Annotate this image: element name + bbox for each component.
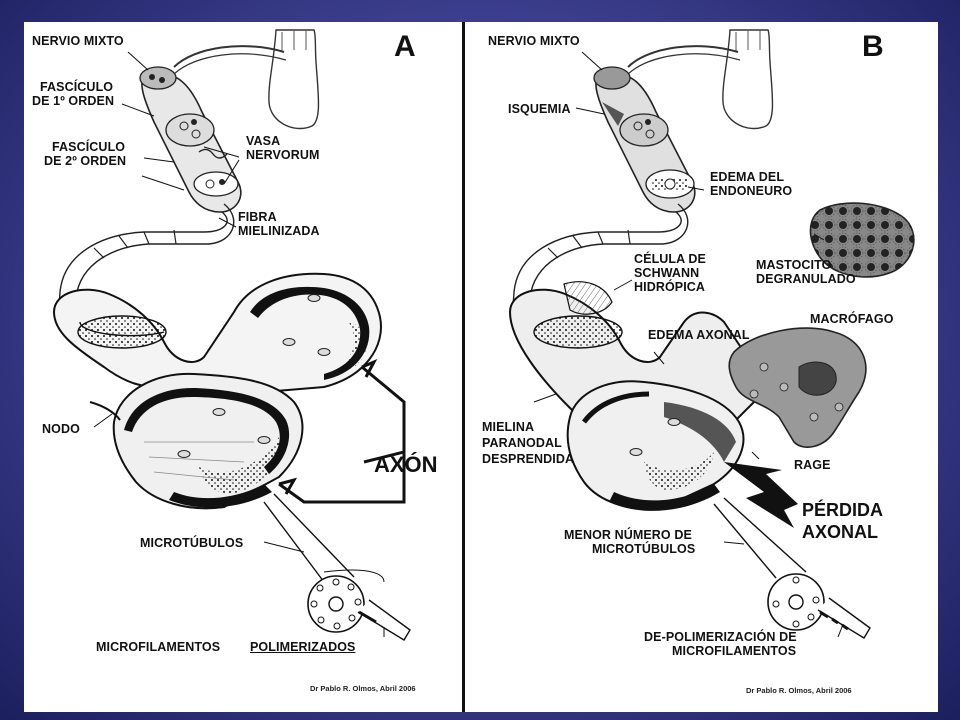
label-mastocito-line1: MASTOCITO — [756, 258, 832, 272]
label-schwann-line2: SCHWANN — [634, 266, 700, 280]
credit-b: Dr Pablo R. Olmos, Abril 2006 — [746, 686, 852, 695]
label-edema-axonal: EDEMA AXONAL — [648, 328, 750, 342]
figure-frame: A NERVIO MIXTO FASCÍCULO DE 1º ORDEN FAS… — [24, 22, 938, 712]
panel-b-letter: B — [862, 30, 884, 63]
label-mielina-line2: PARANODAL — [482, 436, 562, 450]
label-nervio-mixto-b: NERVIO MIXTO — [488, 34, 580, 48]
label-fibra-line1: FIBRA — [238, 210, 277, 224]
label-vasa-line1: VASA — [246, 134, 281, 148]
nerve-cord-a — [173, 45, 285, 68]
label-vasa-line2: NERVORUM — [246, 148, 320, 162]
label-fasciculo-1-line1: FASCÍCULO — [40, 80, 114, 94]
label-fibra-line2: MIELINIZADA — [238, 224, 320, 238]
label-mielina-line3: DESPRENDIDA — [482, 452, 575, 466]
label-menor-line1: MENOR NÚMERO DE — [564, 528, 692, 542]
label-perdida-line1: PÉRDIDA — [802, 500, 884, 520]
macrophage-b — [728, 327, 867, 448]
label-isquemia: ISQUEMIA — [508, 102, 571, 116]
label-macrofago: MACRÓFAGO — [810, 312, 894, 326]
nerve-diagram-drawing — [52, 29, 915, 641]
panel-a-letter: A — [394, 30, 416, 63]
label-microfilamentos: MICROFILAMENTOS — [96, 640, 221, 654]
label-schwann-line1: CÉLULA DE — [634, 252, 706, 266]
label-fasciculo-2-line1: FASCÍCULO — [52, 140, 126, 154]
axonal-loss-bolt — [724, 462, 798, 528]
credit-a: Dr Pablo R. Olmos, Abril 2006 — [310, 684, 416, 693]
label-mastocito-line2: DEGRANULADO — [756, 272, 856, 286]
panel-b-drawing — [508, 29, 915, 639]
label-fasciculo-1-line2: DE 1º ORDEN — [32, 94, 115, 108]
panel-divider — [462, 22, 465, 712]
axon-bracket-a — [278, 365, 406, 504]
label-edema-endoneuro-line1: EDEMA DEL — [710, 170, 785, 184]
label-microtubulos-a: MICROTÚBULOS — [140, 536, 244, 550]
panel-a-drawing — [52, 29, 411, 641]
foot-outline-b — [722, 29, 774, 130]
label-schwann-line3: HIDRÓPICA — [634, 280, 706, 294]
label-nervio-mixto-a: NERVIO MIXTO — [32, 34, 124, 48]
label-depol-line2: MICROFILAMENTOS — [672, 644, 797, 658]
microtubule-cone-a — [263, 493, 355, 583]
myelinated-fiber-a — [57, 211, 228, 323]
label-perdida-line2: AXONAL — [802, 522, 878, 542]
label-menor-line2: MICROTÚBULOS — [592, 542, 696, 556]
label-mielina-line1: MIELINA — [482, 420, 535, 434]
label-axon: AXÓN — [374, 452, 438, 477]
label-edema-endoneuro-line2: ENDONEURO — [710, 184, 793, 198]
label-polimerizados-text: POLIMERIZADOS — [250, 640, 356, 654]
label-depol-line1: DE-POLIMERIZACIÓN DE — [644, 630, 797, 644]
label-nodo: NODO — [42, 422, 80, 436]
label-rage: RAGE — [794, 458, 831, 472]
label-fasciculo-2-line2: DE 2º ORDEN — [44, 154, 127, 168]
label-polimerizados: POLIMERIZADOS — [250, 640, 355, 654]
foot-outline-a — [268, 29, 320, 130]
